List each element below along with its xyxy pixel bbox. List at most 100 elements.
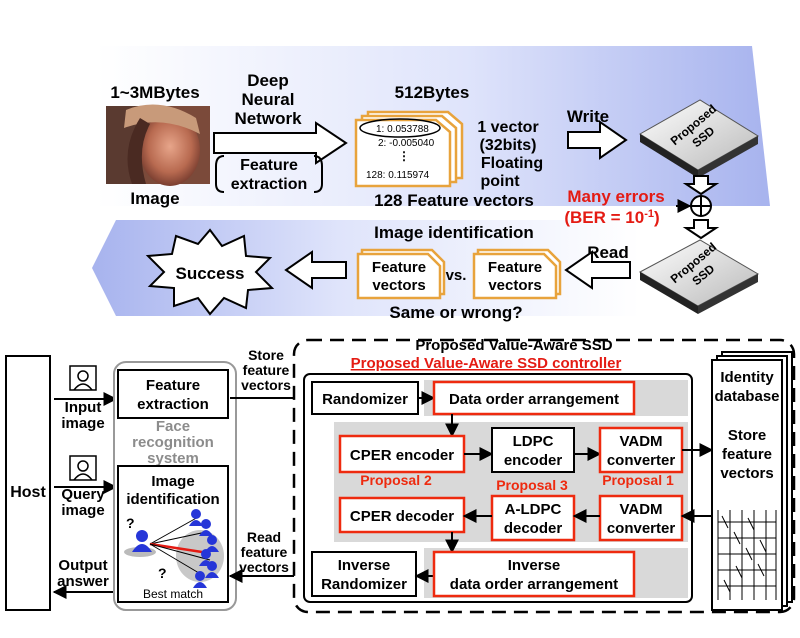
host-box xyxy=(5,355,51,611)
inverse-order-line1: Inverse xyxy=(508,557,561,574)
identity-db-line1: Identity xyxy=(720,369,774,386)
image-identification-box-line1: Image xyxy=(151,473,194,490)
cper-encoder-label: CPER encoder xyxy=(350,447,454,464)
frs-line2: recognition xyxy=(132,434,214,451)
write-label: Write xyxy=(567,107,609,126)
data-order-box xyxy=(432,380,636,416)
success-starburst xyxy=(145,228,275,316)
vs-label: vs. xyxy=(446,267,467,284)
nand-array-pattern xyxy=(717,510,777,600)
cper-decoder-label: CPER decoder xyxy=(350,508,454,525)
vadm-converter-top-box xyxy=(598,426,684,474)
dnn-line1: Deep xyxy=(247,71,289,90)
success-label: Success xyxy=(176,264,245,283)
vector-bytes-label: 512Bytes xyxy=(395,83,470,102)
ldpc-encoder-line1: LDPC xyxy=(513,433,554,450)
input-image-line2: image xyxy=(61,415,104,432)
ssd-down-arrow-2 xyxy=(682,219,720,240)
idb-store-line3: vectors xyxy=(720,465,773,482)
feature-extraction-box-line1: Feature xyxy=(146,377,200,394)
aldpc-decoder-line1: A-LDPC xyxy=(505,501,562,518)
proposed-ssd-top xyxy=(639,99,759,178)
vadm-top-line1: VADM xyxy=(619,433,662,450)
feature-extraction-line2: extraction xyxy=(231,176,307,193)
vector-row-1: 1: 0.053788 xyxy=(376,124,429,135)
read-fv-line2: feature xyxy=(241,544,288,560)
read-arrow xyxy=(564,250,631,290)
feature-vectors-file-b xyxy=(472,248,562,300)
feature-extraction-line1: Feature xyxy=(240,157,298,174)
output-answer-line2: answer xyxy=(57,573,109,590)
frs-line1: Face xyxy=(156,418,190,435)
many-errors-line2: (BER = 10-1) xyxy=(564,208,659,227)
aldpc-decoder-line2: decoder xyxy=(504,520,563,537)
feature-vectors-file-a xyxy=(356,248,446,300)
error-xor-icon xyxy=(690,195,712,217)
feature-vectors-caption: 128 Feature vectors xyxy=(374,191,534,210)
identity-database-stack xyxy=(711,351,793,611)
feature-extraction-box-line2: extraction xyxy=(137,396,209,413)
vector-note-line3: Floating xyxy=(481,155,543,172)
same-or-wrong-label: Same or wrong? xyxy=(389,303,522,322)
read-fv-line3: vectors xyxy=(239,559,289,575)
idb-store-line2: feature xyxy=(722,446,772,463)
store-fv-line2: feature xyxy=(243,362,290,378)
inverse-order-box xyxy=(432,550,636,598)
fv-a-line1: Feature xyxy=(372,259,426,276)
vector-note-line4: point xyxy=(480,173,520,190)
question-mark-2: ? xyxy=(158,565,167,581)
fv-b-line1: Feature xyxy=(488,259,542,276)
dnn-line2: Neural xyxy=(242,90,295,109)
cper-decoder-box xyxy=(338,496,466,534)
proposed-ssd-title: Proposed Value-Aware SSD xyxy=(415,337,612,354)
idb-store-line1: Store xyxy=(728,427,766,444)
image-identification-box-line2: identification xyxy=(126,491,219,508)
image-size-label: 1~3MBytes xyxy=(110,83,199,102)
read-label: Read xyxy=(587,243,629,262)
query-image-person-icon xyxy=(69,455,97,481)
dnn-arrow xyxy=(213,121,348,165)
query-image-line1: Query xyxy=(61,486,105,503)
question-mark-1: ? xyxy=(126,515,135,531)
randomizer-label: Randomizer xyxy=(322,391,408,408)
ldpc-encoder-box xyxy=(491,427,575,473)
ldpc-encoder-line2: encoder xyxy=(504,452,563,469)
store-fv-line1: Store xyxy=(248,347,284,363)
input-image-person-icon xyxy=(69,365,97,391)
identity-db-line2: database xyxy=(714,388,779,405)
write-arrow xyxy=(567,120,628,160)
vector-row-2: 2: -0.005040 xyxy=(378,138,435,149)
feature-vector-file-stack xyxy=(354,110,464,188)
read-fv-line1: Read xyxy=(247,529,281,545)
best-match-illustration xyxy=(124,509,224,588)
frs-line3: system xyxy=(147,450,199,467)
output-answer-line1: Output xyxy=(58,557,107,574)
inverse-randomizer-line2: Randomizer xyxy=(321,576,407,593)
best-match-label: Best match xyxy=(143,587,203,601)
feature-extraction-bracket xyxy=(215,155,323,193)
host-label: Host xyxy=(10,484,46,501)
dnn-line3: Network xyxy=(234,109,302,128)
vector-row-128: 128: 0.115974 xyxy=(366,170,430,181)
proposal-1-label: Proposal 1 xyxy=(602,472,674,488)
vadm-top-line2: converter xyxy=(607,452,676,469)
input-image-thumbnail xyxy=(106,104,210,186)
inverse-order-line2: data order arrangement xyxy=(450,576,618,593)
many-errors-line1: Many errors xyxy=(567,187,664,206)
fv-b-line2: vectors xyxy=(488,277,541,294)
vadm-bottom-line2: converter xyxy=(607,520,676,537)
inverse-randomizer-line1: Inverse xyxy=(338,557,391,574)
vector-ellipsis: ⋮ xyxy=(398,149,410,163)
image-label: Image xyxy=(130,189,179,208)
vadm-converter-bottom-box xyxy=(598,494,684,542)
data-order-label: Data order arrangement xyxy=(449,391,619,408)
input-image-line1: Input xyxy=(65,399,102,416)
proposal-2-label: Proposal 2 xyxy=(360,472,432,488)
success-arrow xyxy=(284,250,347,290)
proposed-ssd-bottom xyxy=(638,239,760,314)
vector-note-line2: (32bits) xyxy=(480,137,537,154)
feature-extraction-box xyxy=(117,369,229,419)
proposal-3-label: Proposal 3 xyxy=(496,477,568,493)
store-fv-line3: vectors xyxy=(241,377,291,393)
vadm-bottom-line1: VADM xyxy=(619,501,662,518)
